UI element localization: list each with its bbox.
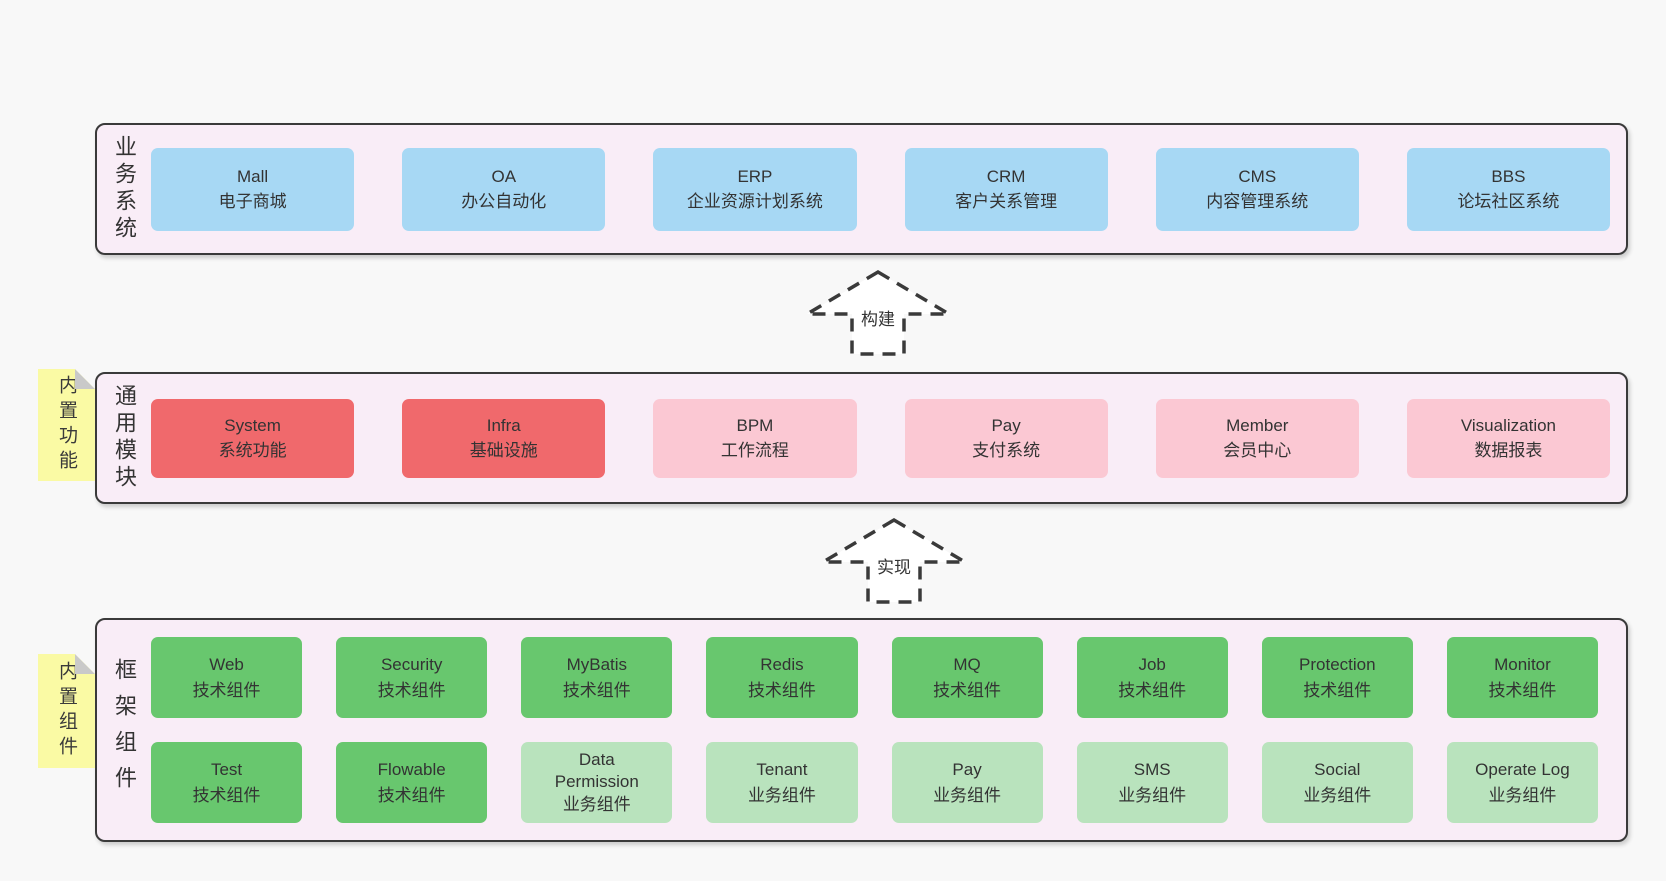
folded-corner-icon [75, 654, 95, 674]
build-arrow-label: 构建 [858, 305, 898, 330]
tag-built-in-functions: 内置功能 [38, 369, 95, 481]
section-label-components-text: 框架组件 [112, 658, 137, 802]
section-label-business: 业务系统 [97, 125, 151, 253]
implement-arrow-label: 实现 [874, 553, 914, 578]
build-arrow: 构建 [804, 269, 952, 357]
tag-built-in-components-text: 内置组件 [56, 661, 77, 761]
folded-corner-icon [75, 369, 95, 389]
implement-arrow: 实现 [820, 517, 968, 605]
section-label-modules: 通用模块 [97, 374, 151, 502]
tag-built-in-functions-text: 内置功能 [56, 375, 77, 475]
section-label-business-text: 业务系统 [112, 135, 137, 243]
tag-built-in-components: 内置组件 [38, 654, 95, 768]
section-label-components: 框架组件 [97, 620, 151, 840]
section-label-modules-text: 通用模块 [112, 384, 137, 492]
